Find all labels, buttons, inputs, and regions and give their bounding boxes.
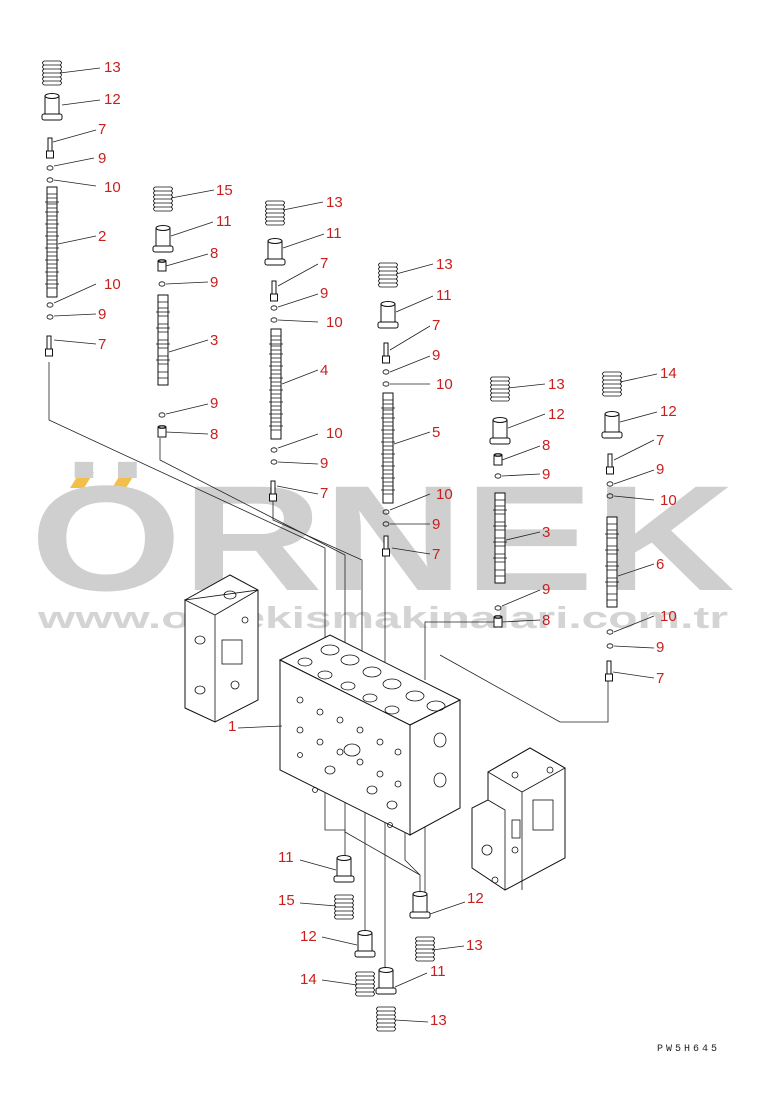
callout-label: 9 [656, 461, 664, 478]
callout-label: 10 [104, 179, 121, 196]
callout-label: 9 [320, 285, 328, 302]
left-end-plate [183, 574, 259, 723]
callout-label: 7 [656, 670, 664, 687]
callout-label: 8 [542, 437, 550, 454]
callout-label: 11 [278, 849, 294, 866]
spool-assembly-3-left [152, 185, 174, 438]
callout-label: 14 [300, 971, 317, 988]
callout-label: 10 [660, 492, 677, 509]
drawing-code: PW5H645 [657, 1044, 720, 1055]
callout-label: 12 [467, 890, 484, 907]
callout-numbers: 13 12 7 9 10 2 10 9 7 15 11 8 9 3 9 8 13… [98, 59, 677, 1029]
callout-label: 15 [216, 182, 233, 199]
callout-label: 7 [320, 255, 328, 272]
callout-label: 13 [466, 937, 483, 954]
callout-label: 13 [548, 376, 565, 393]
callout-label: 10 [436, 376, 453, 393]
callout-label: 8 [542, 612, 550, 629]
callout-label: 9 [210, 274, 218, 291]
callout-label: 1 [228, 718, 236, 735]
callout-label: 12 [660, 403, 677, 420]
callout-label: 6 [656, 556, 664, 573]
callout-label: 13 [436, 256, 453, 273]
callout-label: 7 [320, 485, 328, 502]
callout-label: 9 [320, 455, 328, 472]
valve-body [278, 634, 462, 836]
callout-label: 9 [432, 347, 440, 364]
callout-label: 9 [656, 639, 664, 656]
callout-label: 14 [660, 365, 677, 382]
callout-label: 10 [326, 425, 343, 442]
callout-label: 9 [542, 581, 550, 598]
callout-label: 4 [320, 362, 328, 379]
callout-label: 10 [104, 276, 121, 293]
right-end-plate [471, 747, 566, 891]
callout-label: 7 [432, 317, 440, 334]
callout-label: 8 [210, 426, 218, 443]
callout-label: 11 [436, 287, 452, 304]
callout-label: 10 [660, 608, 677, 625]
callout-label: 12 [104, 91, 121, 108]
callout-label: 12 [300, 928, 317, 945]
callout-label: 7 [98, 336, 106, 353]
callout-label: 10 [326, 314, 343, 331]
callout-label: 5 [432, 424, 440, 441]
watermark-accent [70, 472, 136, 488]
callout-label: 3 [542, 524, 550, 541]
callout-label: 8 [210, 245, 218, 262]
callout-label: 15 [278, 892, 295, 909]
callout-label: 9 [432, 516, 440, 533]
callout-label: 7 [98, 121, 106, 138]
callout-label: 11 [216, 213, 232, 230]
callout-label: 9 [98, 150, 106, 167]
callout-label: 13 [430, 1012, 447, 1029]
bottom-parts [333, 855, 435, 1035]
callout-label: 9 [98, 306, 106, 323]
callout-label: 9 [542, 466, 550, 483]
callout-label: 9 [210, 395, 218, 412]
callout-label: 11 [326, 225, 342, 242]
spool-assembly-2 [41, 59, 63, 357]
callout-label: 13 [104, 59, 121, 76]
callout-label: 11 [430, 963, 446, 980]
callout-leaders [52, 67, 658, 1023]
callout-label: 2 [98, 228, 106, 245]
watermark-url: www.ornekismakinalari.com.tr [36, 600, 728, 635]
callout-label: 12 [548, 406, 565, 423]
callout-label: 3 [210, 332, 218, 349]
callout-label: 13 [326, 194, 343, 211]
callout-label: 7 [656, 432, 664, 449]
callout-label: 7 [432, 546, 440, 563]
callout-label: 10 [436, 486, 453, 503]
